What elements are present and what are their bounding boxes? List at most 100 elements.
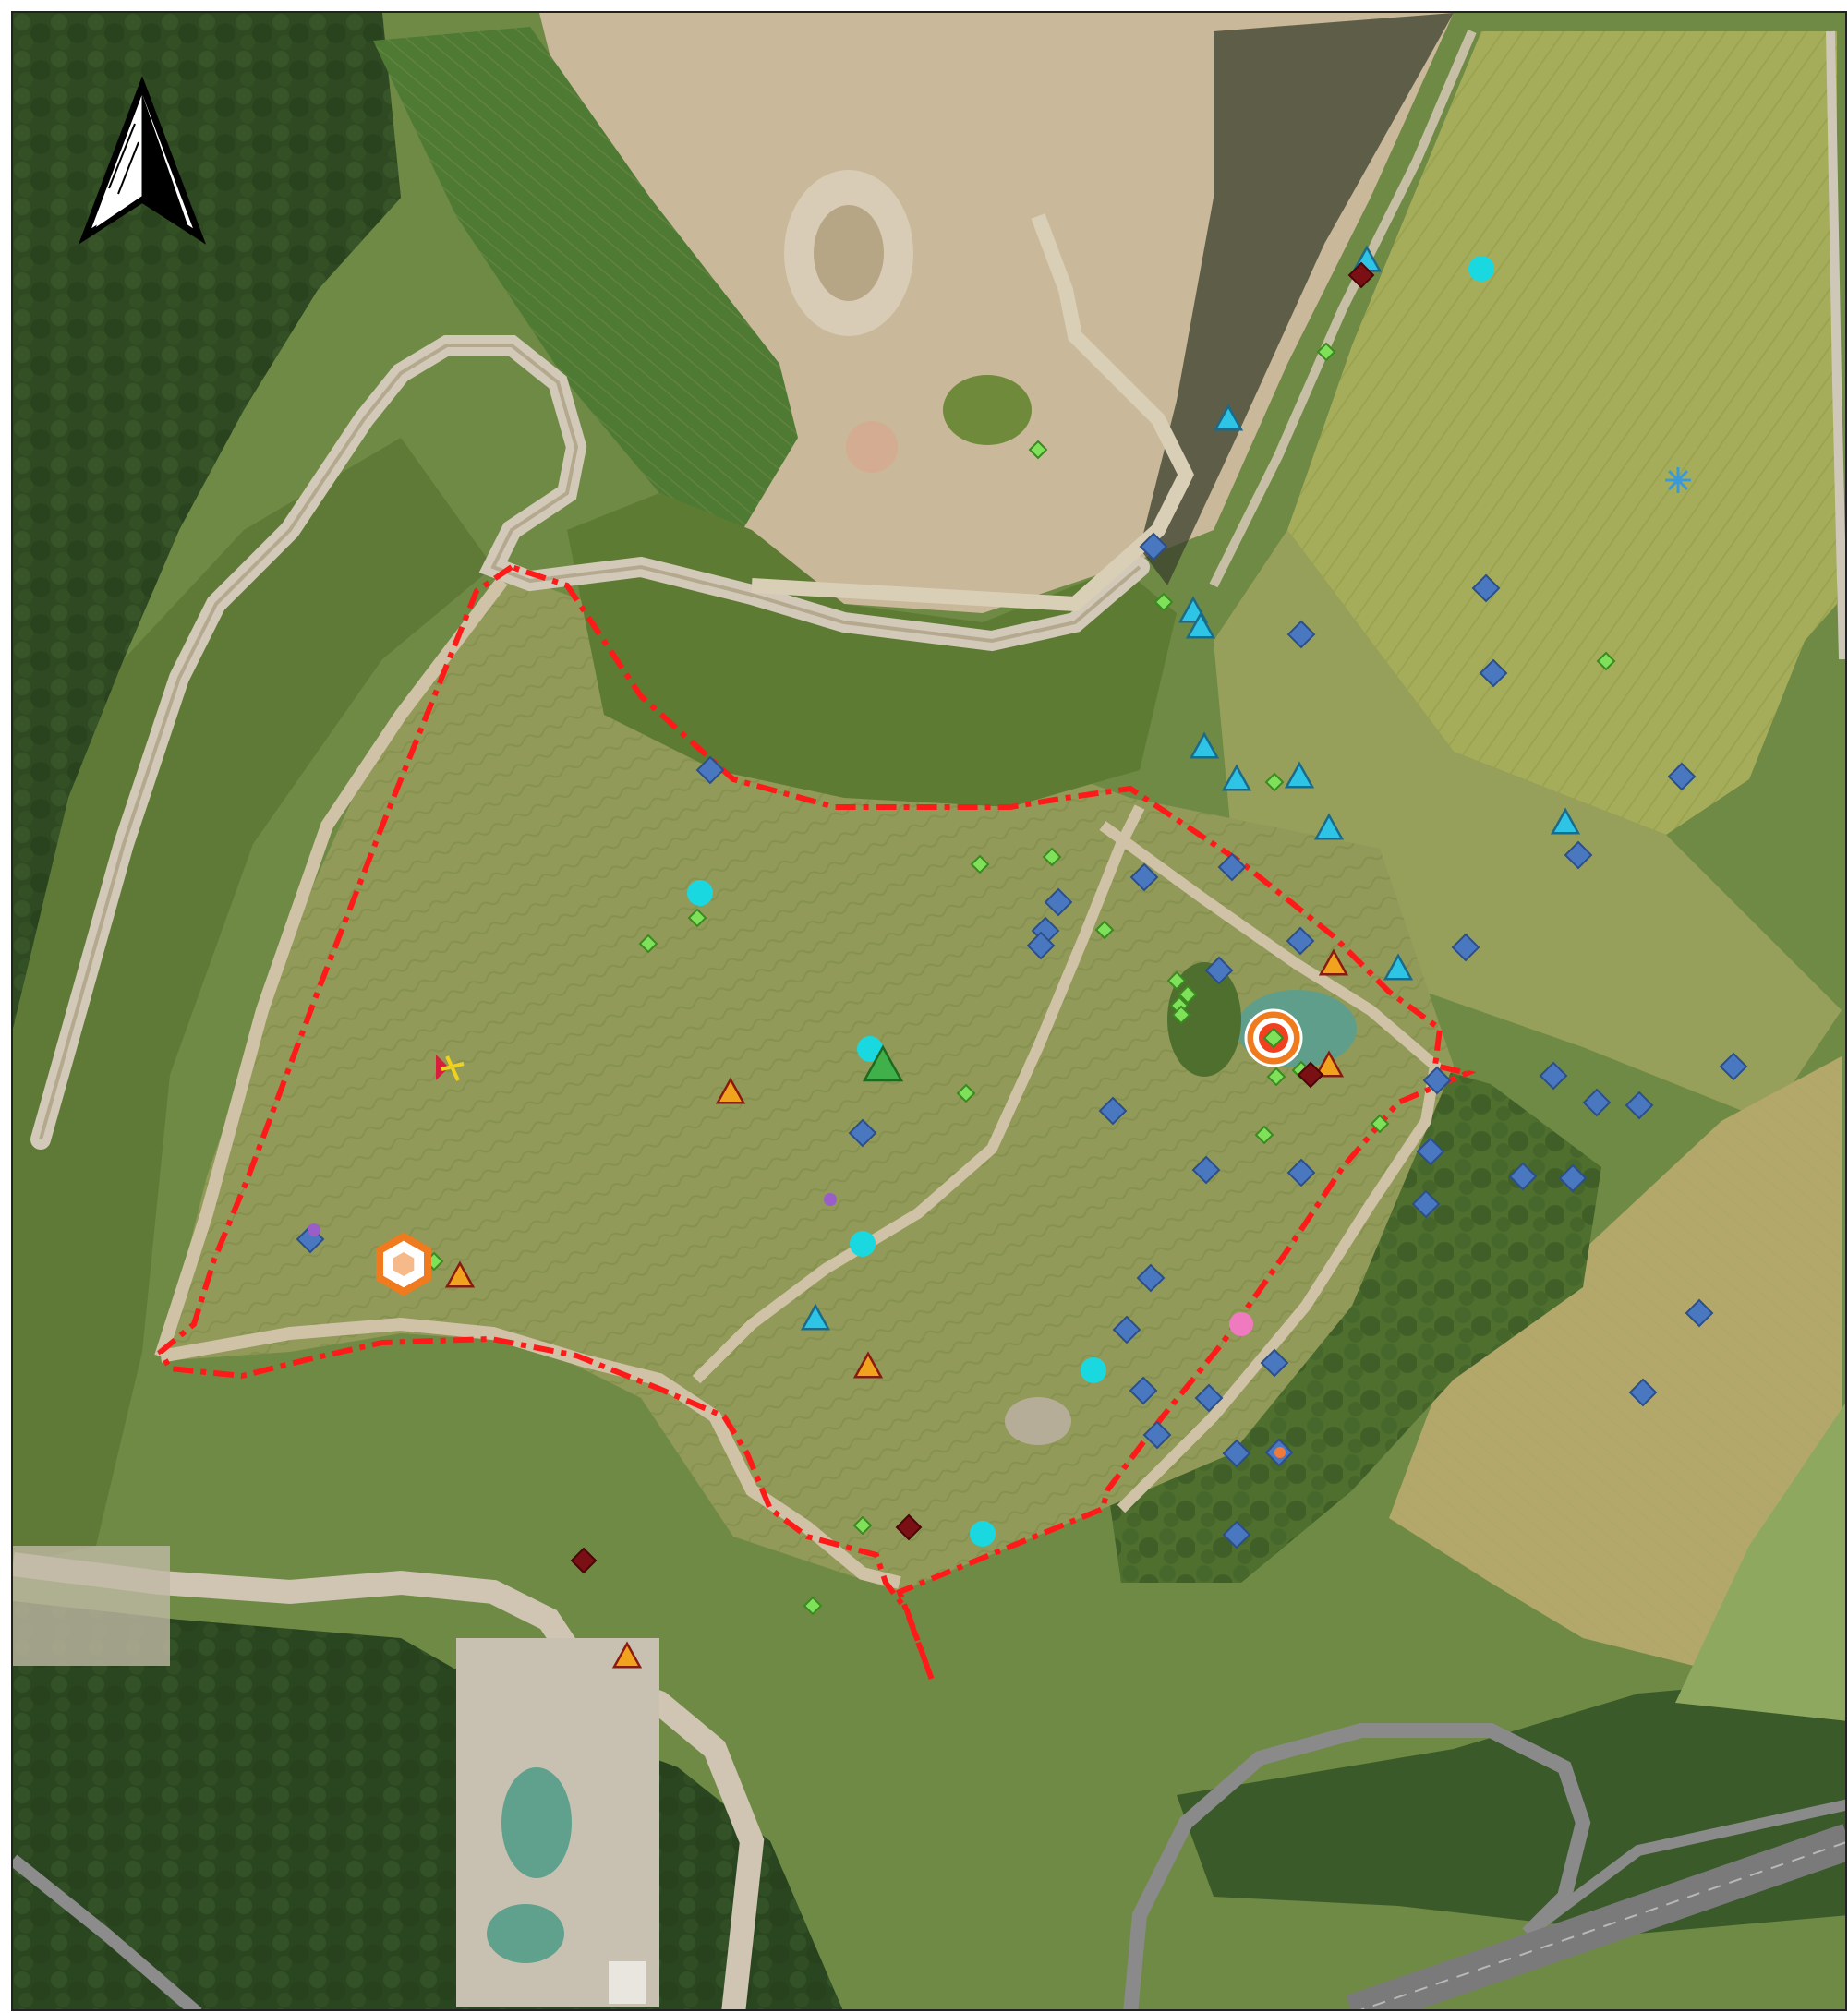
orange-hexagon-core[interactable] — [393, 1252, 415, 1276]
green-diamond-marker[interactable] — [1094, 920, 1115, 940]
green-diamond-marker[interactable] — [1028, 440, 1048, 460]
blue-diamond-marker[interactable] — [1411, 1189, 1441, 1219]
blue-diamond-marker[interactable] — [1222, 1520, 1251, 1549]
green-diamond-marker[interactable] — [1596, 651, 1616, 671]
blue-diamond-marker[interactable] — [1582, 1088, 1612, 1117]
cyan-triangle-marker[interactable] — [1284, 761, 1315, 789]
building — [609, 1961, 646, 2004]
blue-diamond-marker[interactable] — [1286, 1158, 1316, 1187]
blue-diamond-marker[interactable] — [1558, 1163, 1588, 1193]
survey-symbols — [296, 245, 1748, 1669]
purple-dot-marker[interactable] — [308, 1223, 320, 1236]
green-diamond-marker[interactable] — [687, 908, 707, 928]
orange-triangle-marker[interactable] — [715, 1077, 746, 1104]
blue-diamond-marker[interactable] — [1422, 1066, 1452, 1095]
cyan-circle-marker[interactable] — [857, 1036, 883, 1062]
orange-triangle-marker[interactable] — [444, 1260, 476, 1288]
green-triangle-marker[interactable] — [862, 1044, 904, 1082]
green-diamond-marker[interactable] — [1042, 847, 1062, 867]
study-area-boundary — [157, 563, 1477, 1682]
sun-symbol-center-marker[interactable] — [1262, 1027, 1285, 1049]
blue-diamond-marker[interactable] — [848, 1118, 877, 1148]
quarry-shadow — [1140, 13, 1454, 585]
cyan-triangle-marker[interactable] — [1383, 953, 1414, 981]
blue-diamond-marker[interactable] — [1667, 762, 1697, 791]
cyan-triangle-marker[interactable] — [1313, 813, 1345, 840]
blue-diamond-marker[interactable] — [1260, 1348, 1289, 1378]
pink-circle-marker[interactable] — [1229, 1312, 1253, 1336]
purple-dot-marker[interactable] — [824, 1193, 837, 1206]
cyan-triangle-marker[interactable] — [1185, 611, 1216, 639]
orange-triangle-marker[interactable] — [1313, 1050, 1345, 1078]
field-far-southeast — [1675, 1403, 1845, 1721]
blue-diamond-marker[interactable] — [1191, 1155, 1221, 1185]
orange-triangle-marker[interactable] — [611, 1641, 643, 1669]
green-diamond-marker[interactable] — [638, 934, 658, 954]
blue-diamond-marker[interactable] — [1217, 852, 1247, 882]
orange-triangle-marker[interactable] — [852, 1351, 884, 1379]
green-diamond-marker[interactable] — [1171, 1005, 1191, 1025]
blue-diamond-marker[interactable] — [1194, 1383, 1224, 1413]
map-frame — [11, 11, 1847, 2011]
blue-diamond-marker[interactable] — [1564, 840, 1593, 870]
dark-red-diamond-marker[interactable] — [895, 1513, 923, 1541]
blue-diamond-marker[interactable] — [1625, 1091, 1654, 1120]
dark-red-diamond-marker[interactable] — [1297, 1061, 1324, 1089]
cyan-triangle-marker[interactable] — [1213, 404, 1244, 431]
cyan-circle-marker[interactable] — [850, 1231, 876, 1257]
green-diamond-marker[interactable] — [1266, 1067, 1286, 1087]
blue-diamond-marker[interactable] — [1628, 1378, 1658, 1407]
asterisk-marker[interactable] — [1668, 470, 1688, 490]
blue-diamond-marker[interactable] — [1451, 933, 1480, 962]
green-diamond-marker[interactable] — [1178, 984, 1198, 1005]
blue-diamond-marker[interactable] — [1026, 931, 1056, 960]
green-diamond-marker[interactable] — [852, 1515, 873, 1536]
blue-diamond-marker[interactable] — [1044, 887, 1073, 917]
blue-diamond-marker[interactable] — [1112, 1315, 1141, 1344]
blue-diamond-marker[interactable] — [1286, 620, 1316, 649]
blue-diamond-marker[interactable] — [1719, 1052, 1748, 1081]
orange-triangle-marker[interactable] — [1318, 948, 1349, 976]
cyan-triangle-marker[interactable] — [1189, 731, 1220, 759]
green-diamond-marker[interactable] — [1166, 970, 1187, 991]
blue-diamond-marker[interactable] — [1416, 1137, 1445, 1166]
cyan-circle-marker[interactable] — [970, 1521, 996, 1547]
blue-diamond-marker[interactable] — [1098, 1096, 1128, 1126]
blue-diamond-marker[interactable] — [1204, 956, 1234, 985]
blue-diamond-marker[interactable] — [1479, 658, 1508, 688]
cyan-triangle-marker[interactable] — [1221, 764, 1252, 791]
dark-red-diamond-marker[interactable] — [1347, 261, 1375, 289]
green-diamond-marker[interactable] — [1370, 1114, 1390, 1134]
dark-red-diamond-marker[interactable] — [570, 1547, 598, 1574]
eastern-road — [1826, 30, 1845, 660]
blue-diamond-marker[interactable] — [1222, 1439, 1251, 1468]
green-diamond-marker[interactable] — [1153, 592, 1174, 612]
blue-diamond-marker[interactable] — [1136, 1263, 1166, 1293]
aerial-map[interactable] — [13, 13, 1847, 2011]
thicket-north — [567, 493, 1177, 807]
blue-diamond-marker[interactable] — [1129, 1376, 1158, 1405]
cyan-circle-marker[interactable] — [687, 880, 713, 906]
cyan-triangle-marker[interactable] — [1550, 807, 1581, 835]
orange-dot-marker[interactable] — [1274, 1447, 1286, 1458]
blue-diamond-marker[interactable] — [695, 755, 725, 785]
cyan-circle-marker[interactable] — [1468, 256, 1494, 282]
green-diamond-marker[interactable] — [1254, 1125, 1274, 1145]
cyan-circle-marker[interactable] — [1081, 1357, 1106, 1383]
blue-diamond-marker[interactable] — [1142, 1420, 1172, 1450]
green-diamond-marker[interactable] — [970, 854, 990, 874]
green-diamond-marker[interactable] — [956, 1083, 976, 1103]
green-diamond-marker[interactable] — [1316, 342, 1336, 362]
green-diamond-marker[interactable] — [803, 1596, 823, 1616]
blue-diamond-marker[interactable] — [1508, 1162, 1538, 1191]
blue-diamond-marker[interactable] — [1471, 573, 1501, 603]
field-east-middle — [1214, 530, 1842, 1121]
green-diamond-marker[interactable] — [1264, 772, 1285, 792]
yellow-flag-marker[interactable] — [441, 1062, 465, 1071]
blue-diamond-marker[interactable] — [1139, 532, 1168, 561]
blue-diamond-marker[interactable] — [1129, 862, 1159, 892]
cyan-triangle-marker[interactable] — [800, 1303, 831, 1331]
blue-diamond-marker[interactable] — [1539, 1061, 1568, 1091]
blue-diamond-marker[interactable] — [1685, 1298, 1714, 1328]
blue-diamond-marker[interactable] — [1286, 926, 1315, 956]
